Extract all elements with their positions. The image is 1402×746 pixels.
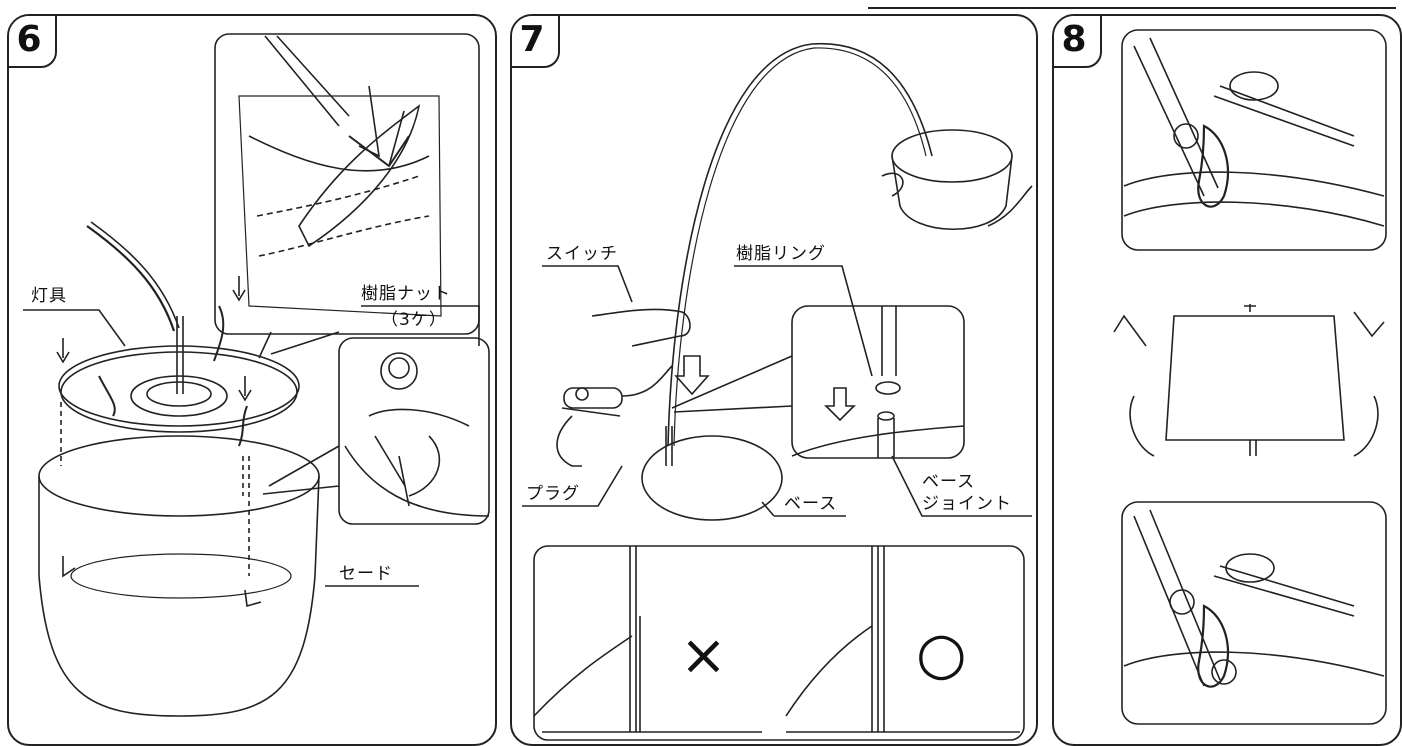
label-resin-ring: 樹脂リング [736, 244, 826, 264]
label-shade: セード [339, 564, 393, 584]
step-7-panel: 7 [510, 14, 1038, 746]
height-adjustment-illustration [1113, 29, 1387, 725]
label-resin-nut-quantity: （3ケ） [381, 310, 447, 330]
step-8-panel: 8 [1052, 14, 1402, 746]
label-base: ベース [784, 494, 838, 514]
label-plug: プラグ [526, 484, 580, 504]
step-number-tab: 8 [1054, 16, 1102, 68]
wrong-mark: × [680, 623, 727, 688]
label-resin-nut: 樹脂ナット [361, 284, 451, 304]
label-lamp-body: 灯具 [31, 286, 67, 306]
header-rule [868, 7, 1396, 9]
label-switch: スイッチ [546, 244, 618, 264]
pole-and-base-illustration [522, 42, 1033, 741]
step-6-panel: 6 [7, 14, 497, 746]
step-number-tab: 6 [9, 16, 57, 68]
label-base-joint-line1: ベース [922, 472, 976, 492]
step-number: 7 [519, 19, 545, 60]
step-number: 8 [1061, 19, 1087, 60]
correct-mark: ○ [916, 619, 967, 687]
step-number-tab: 7 [512, 16, 560, 68]
lamp-shade-assembly-illustration [23, 33, 490, 717]
step-number: 6 [16, 19, 42, 60]
label-base-joint-line2: ジョイント [922, 494, 1012, 514]
